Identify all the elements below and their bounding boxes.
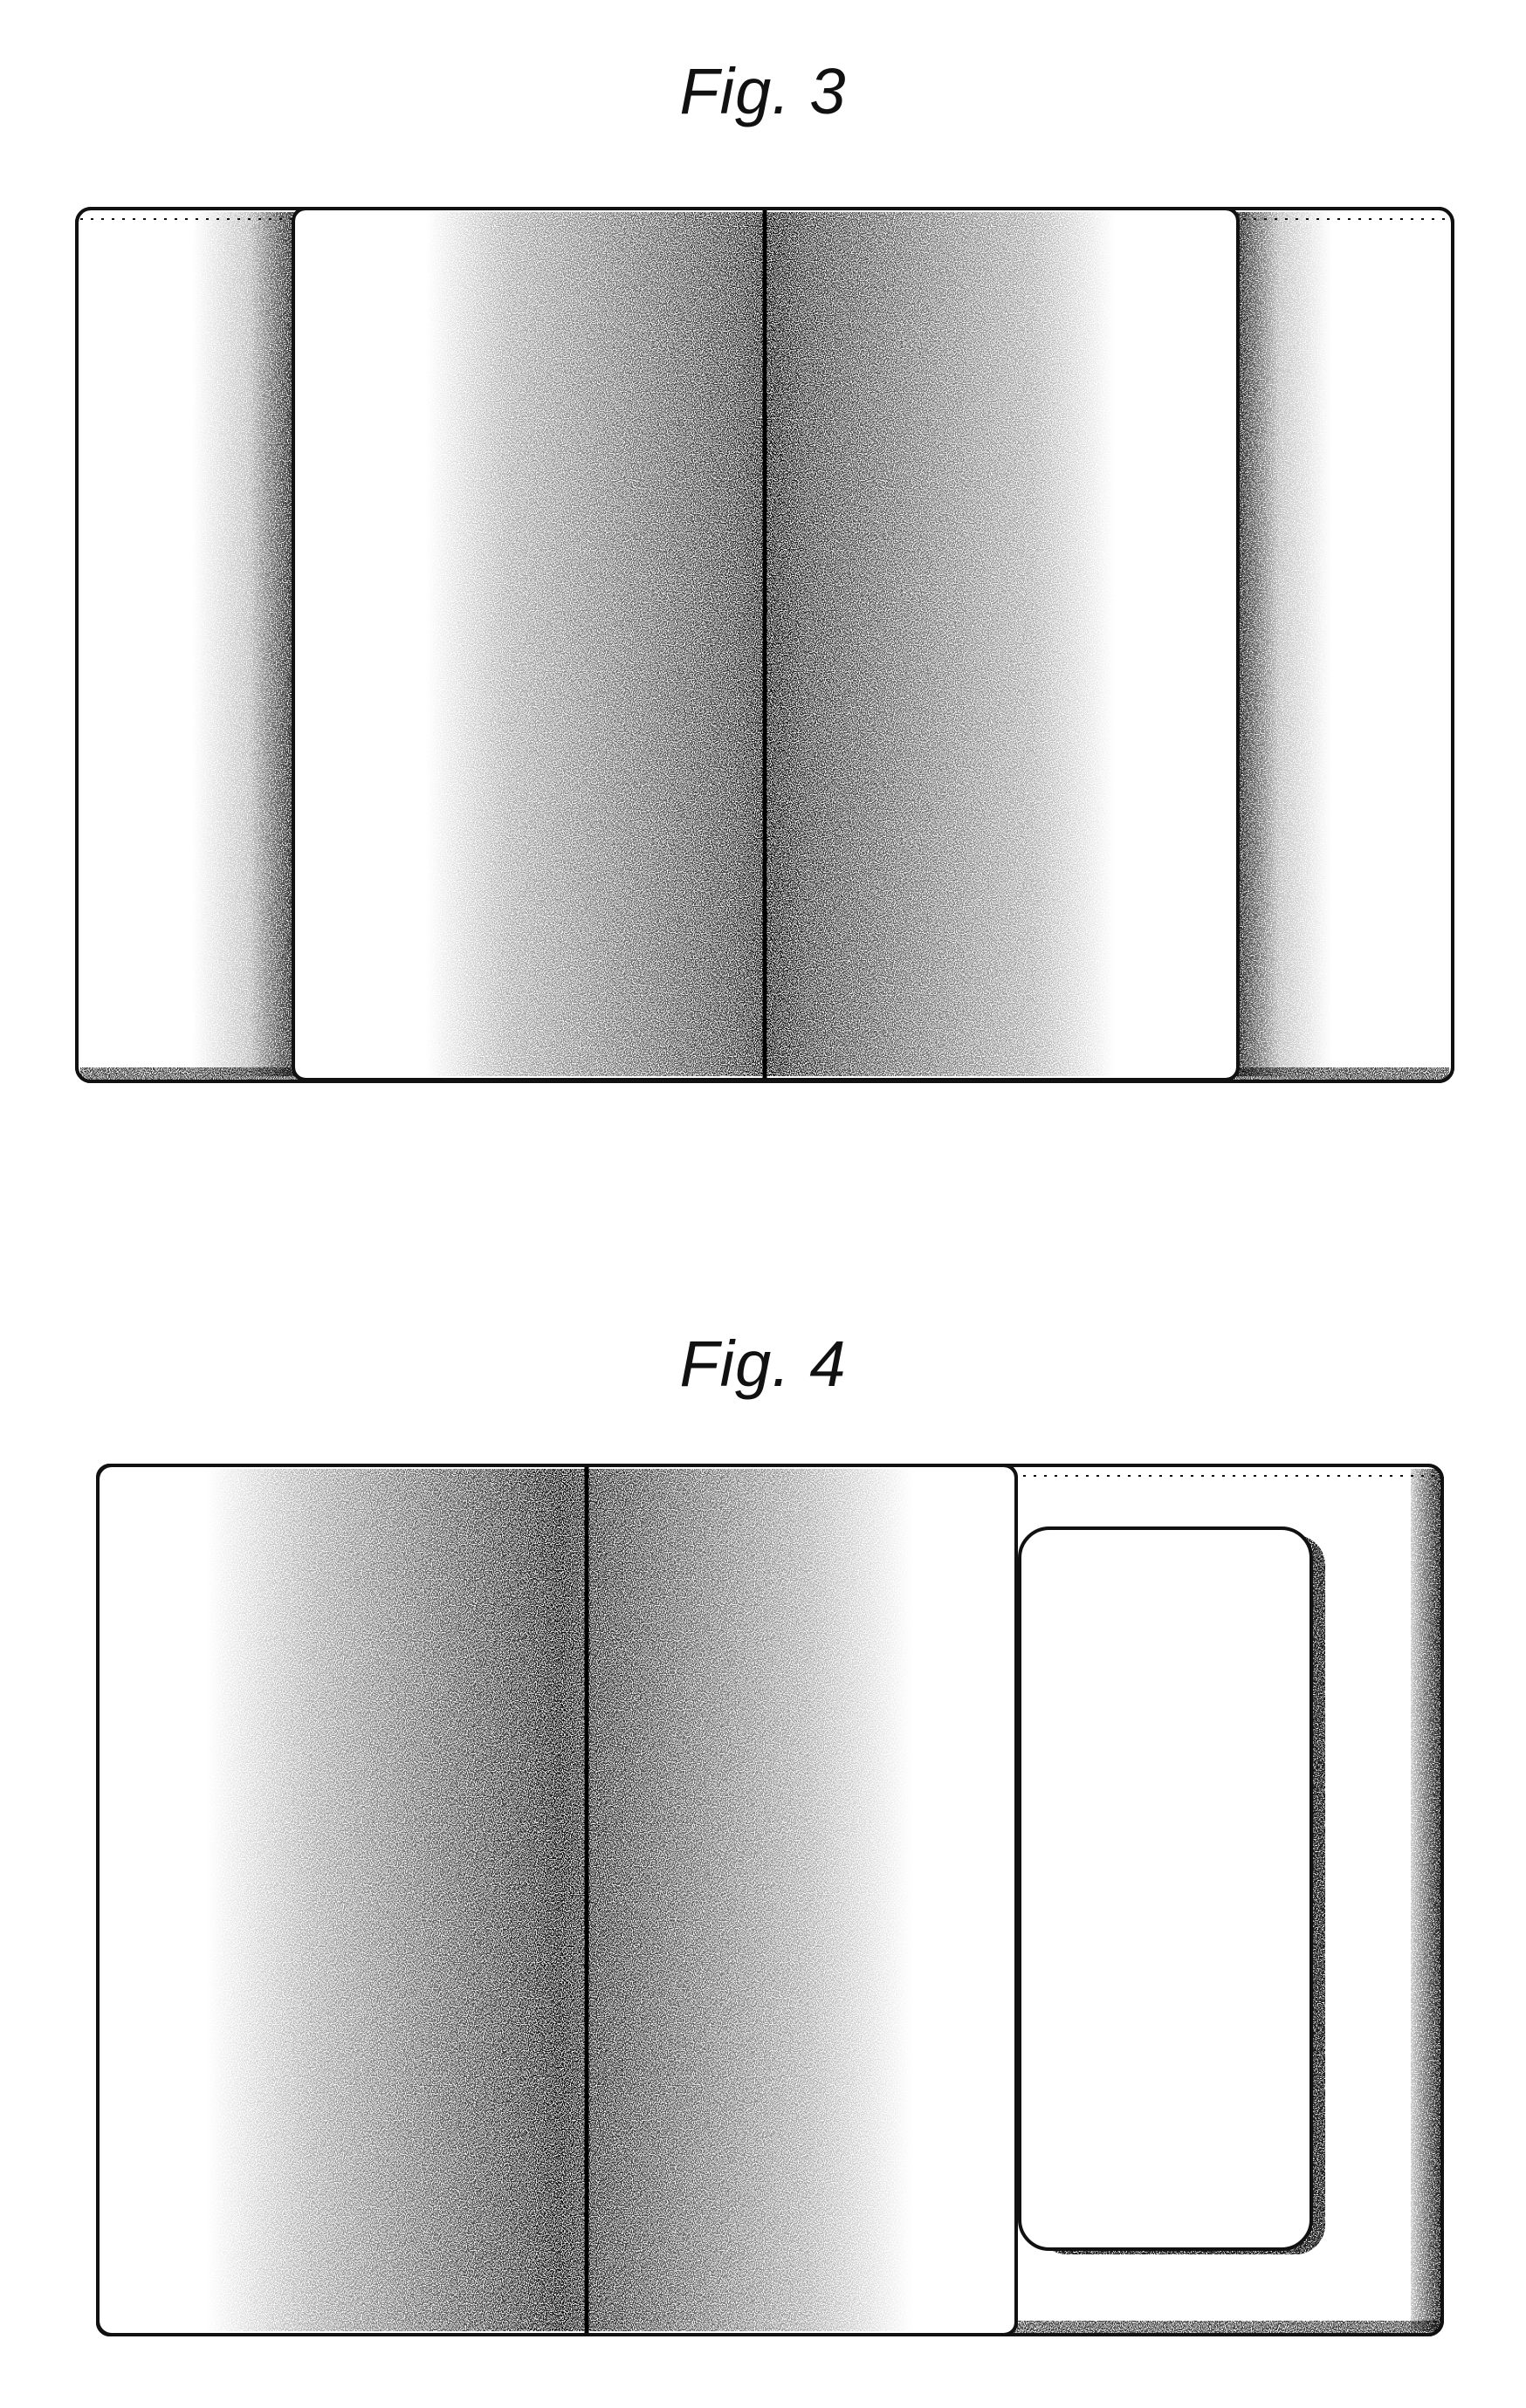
figure-3-drawing	[0, 196, 1526, 1087]
figure-3-caption: Fig. 3	[0, 54, 1526, 128]
figure-4-drawing	[0, 1453, 1526, 2378]
figure-4-caption: Fig. 4	[0, 1327, 1526, 1401]
fig4-window-cutout	[1020, 1528, 1311, 2249]
